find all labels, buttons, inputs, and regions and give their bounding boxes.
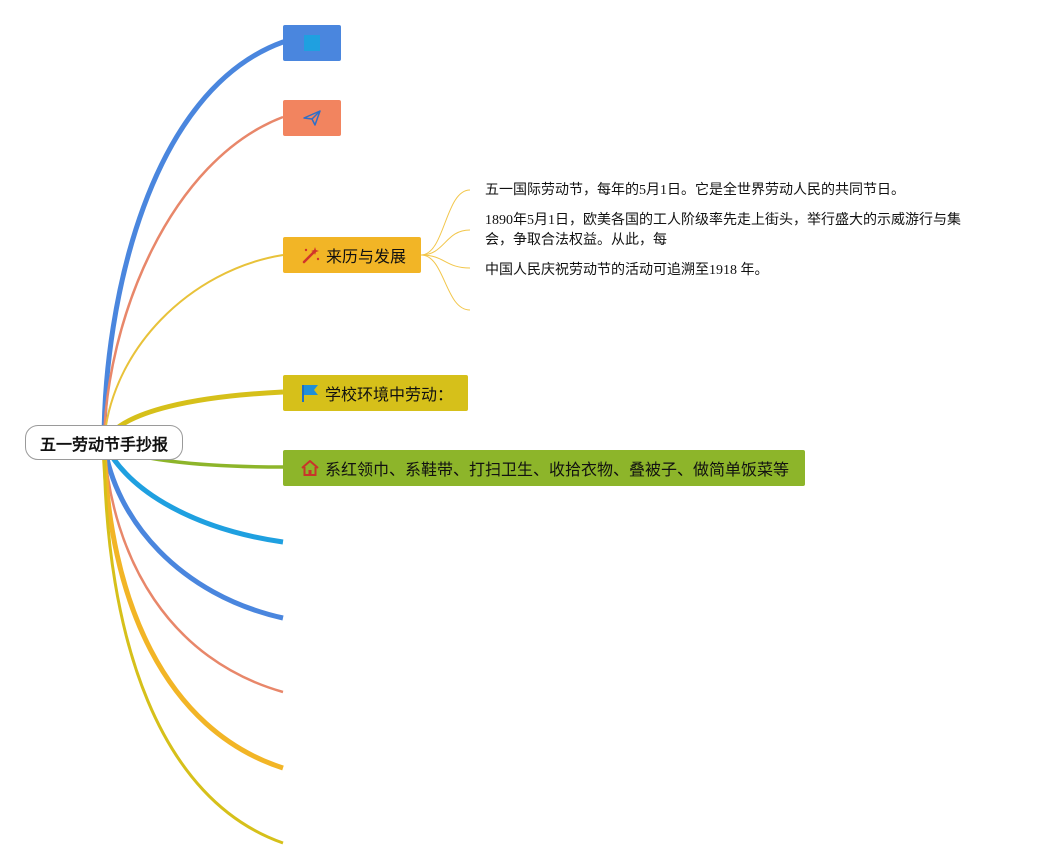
detail-text-1: 五一国际劳动节，每年的5月1日。它是全世界劳动人民的共同节日。 <box>485 183 905 198</box>
connector-branch-3 <box>103 254 284 444</box>
flag-icon <box>302 385 318 402</box>
branch-label-school-labor: 学校环境中劳动： <box>325 387 454 404</box>
connector-detail-4 <box>420 254 471 311</box>
branch-node-school-labor[interactable]: 学校环境中劳动： <box>283 375 468 411</box>
magic-wand-icon <box>302 247 320 264</box>
connector-branch-10 <box>102 442 284 845</box>
connector-detail-2 <box>420 229 471 256</box>
connector-detail-3 <box>420 254 471 269</box>
root-topic[interactable]: 五一劳动节手抄报 <box>25 425 183 460</box>
connector-branch-7 <box>101 442 284 621</box>
branch-label-chores: 系红领巾、系鞋带、打扫卫生、收拾衣物、叠被子、做简单饭菜等 <box>325 462 790 479</box>
branch-node-2[interactable] <box>283 100 341 136</box>
connector-branch-2 <box>102 115 284 444</box>
house-icon <box>301 460 319 476</box>
connector-branch-8 <box>102 442 284 694</box>
detail-text-2: 1890年5月1日，欧美各国的工人阶级率先走上街头，举行盛大的示威游行与集会，争… <box>485 213 961 248</box>
branch-label-history: 来历与发展 <box>326 249 407 266</box>
detail-text-3: 中国人民庆祝劳动节的活动可追溯至1918 年。 <box>485 263 769 278</box>
branch-node-1[interactable] <box>283 25 341 61</box>
connector-branch-6 <box>101 441 284 545</box>
paper-plane-icon <box>303 110 321 126</box>
connector-branch-9 <box>101 442 284 771</box>
connector-detail-1 <box>420 189 471 256</box>
square-icon <box>304 35 320 51</box>
root-title: 五一劳动节手抄报 <box>39 436 168 454</box>
connector-branch-1 <box>101 39 286 446</box>
branch-node-chores[interactable]: 系红领巾、系鞋带、打扫卫生、收拾衣物、叠被子、做简单饭菜等 <box>283 450 805 486</box>
branch-node-history[interactable]: 来历与发展 <box>283 237 421 273</box>
